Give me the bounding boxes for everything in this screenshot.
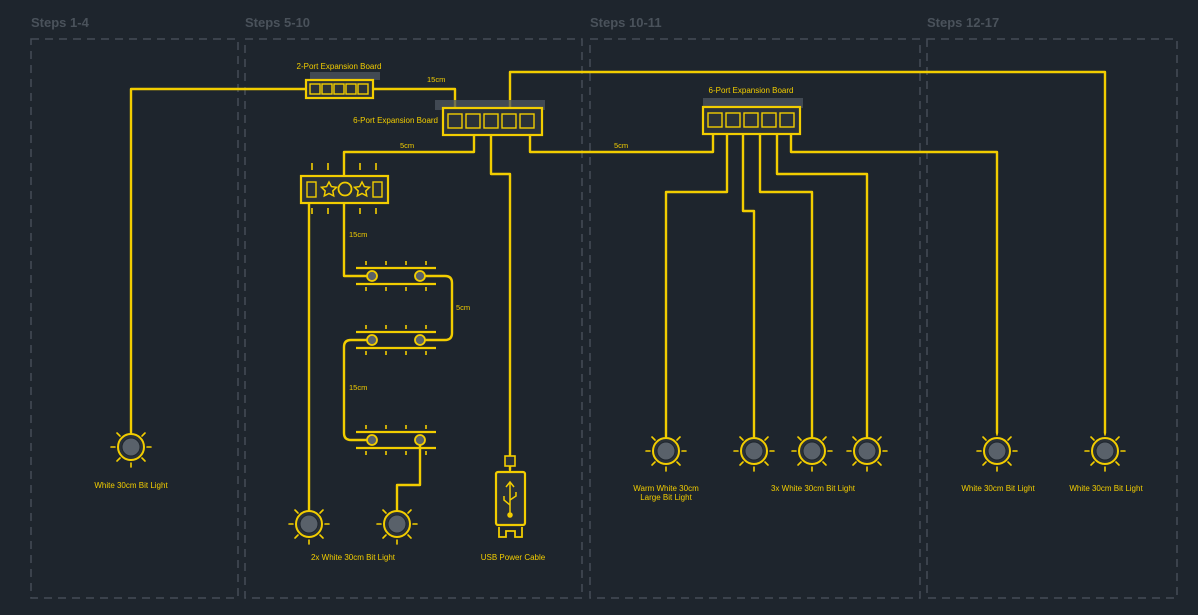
- circle-icon: [337, 181, 353, 197]
- light-label: Warm White 30cm: [633, 484, 699, 493]
- wire-6port-to-6port: [528, 132, 715, 154]
- usb-power-cable: [494, 455, 527, 538]
- distance-label: 5cm: [614, 141, 628, 150]
- wire-usb: [489, 133, 512, 472]
- star-icon: [319, 180, 339, 198]
- section-title: Steps 12-17: [927, 15, 999, 30]
- light-label: White 30cm Bit Light: [94, 481, 168, 490]
- section-title: Steps 5-10: [245, 15, 310, 30]
- section-title: Steps 10-11: [590, 15, 662, 30]
- section-title: Steps 1-4: [31, 15, 90, 30]
- bulb-icon: [733, 430, 775, 472]
- usb-label: USB Power Cable: [481, 553, 546, 562]
- section-steps-1-4: Steps 1-4: [30, 15, 239, 599]
- distance-label: 5cm: [456, 303, 470, 312]
- light-label: 3x White 30cm Bit Light: [771, 484, 856, 493]
- section-steps-12-17: Steps 12-17: [926, 15, 1178, 599]
- bulb-icon: [110, 426, 152, 468]
- six-port-expansion-board-right: 6-Port Expansion Board: [701, 86, 803, 136]
- led-strip-1: [354, 259, 438, 293]
- wire-strip-2-to-3: [342, 338, 374, 442]
- bulb-icon: [376, 503, 418, 545]
- light-label: 2x White 30cm Bit Light: [311, 553, 396, 562]
- light-label: White 30cm Bit Light: [961, 484, 1035, 493]
- wire-to-triple-3: [775, 132, 869, 439]
- distance-label: 15cm: [349, 383, 367, 392]
- bulb-icon: [288, 503, 330, 545]
- board-label: 2-Port Expansion Board: [297, 62, 382, 71]
- light-label: Large Bit Light: [640, 493, 692, 502]
- bulb-icon: [645, 430, 687, 472]
- bulb-icon: [791, 430, 833, 472]
- bulb-icon: [1084, 430, 1126, 472]
- wires: [129, 70, 1107, 514]
- star-icon: [352, 180, 372, 198]
- wire-to-light-c: [789, 132, 999, 435]
- wire-strip-3-to-light: [395, 438, 422, 514]
- bulb-icon: [846, 430, 888, 472]
- switch-module: [299, 163, 390, 214]
- wire-to-triple-2: [758, 132, 814, 439]
- led-strip-3: [354, 423, 438, 457]
- board-label: 6-Port Expansion Board: [353, 116, 438, 125]
- distance-label: 15cm: [349, 230, 367, 239]
- section-steps-10-11: Steps 10-11: [589, 15, 921, 599]
- usb-icon: [503, 480, 517, 518]
- distance-label: 15cm: [427, 75, 445, 84]
- two-port-expansion-board: 2-Port Expansion Board: [297, 62, 382, 100]
- wire-top-loop: [508, 70, 1107, 435]
- wire-switch-to-strip-1: [342, 201, 374, 278]
- led-strip-2: [354, 323, 438, 357]
- board-label: 6-Port Expansion Board: [709, 86, 794, 95]
- wire-2port-to-light-a: [129, 87, 308, 435]
- bulb-icon: [976, 430, 1018, 472]
- distance-label: 5cm: [400, 141, 414, 150]
- light-label: White 30cm Bit Light: [1069, 484, 1143, 493]
- section-steps-5-10: Steps 5-10: [244, 15, 583, 599]
- wire-to-warm-light: [664, 132, 729, 439]
- wire-strip-1-to-2: [418, 274, 454, 342]
- six-port-expansion-board-left: 6-Port Expansion Board: [353, 100, 545, 137]
- wire-to-triple-1: [741, 132, 756, 439]
